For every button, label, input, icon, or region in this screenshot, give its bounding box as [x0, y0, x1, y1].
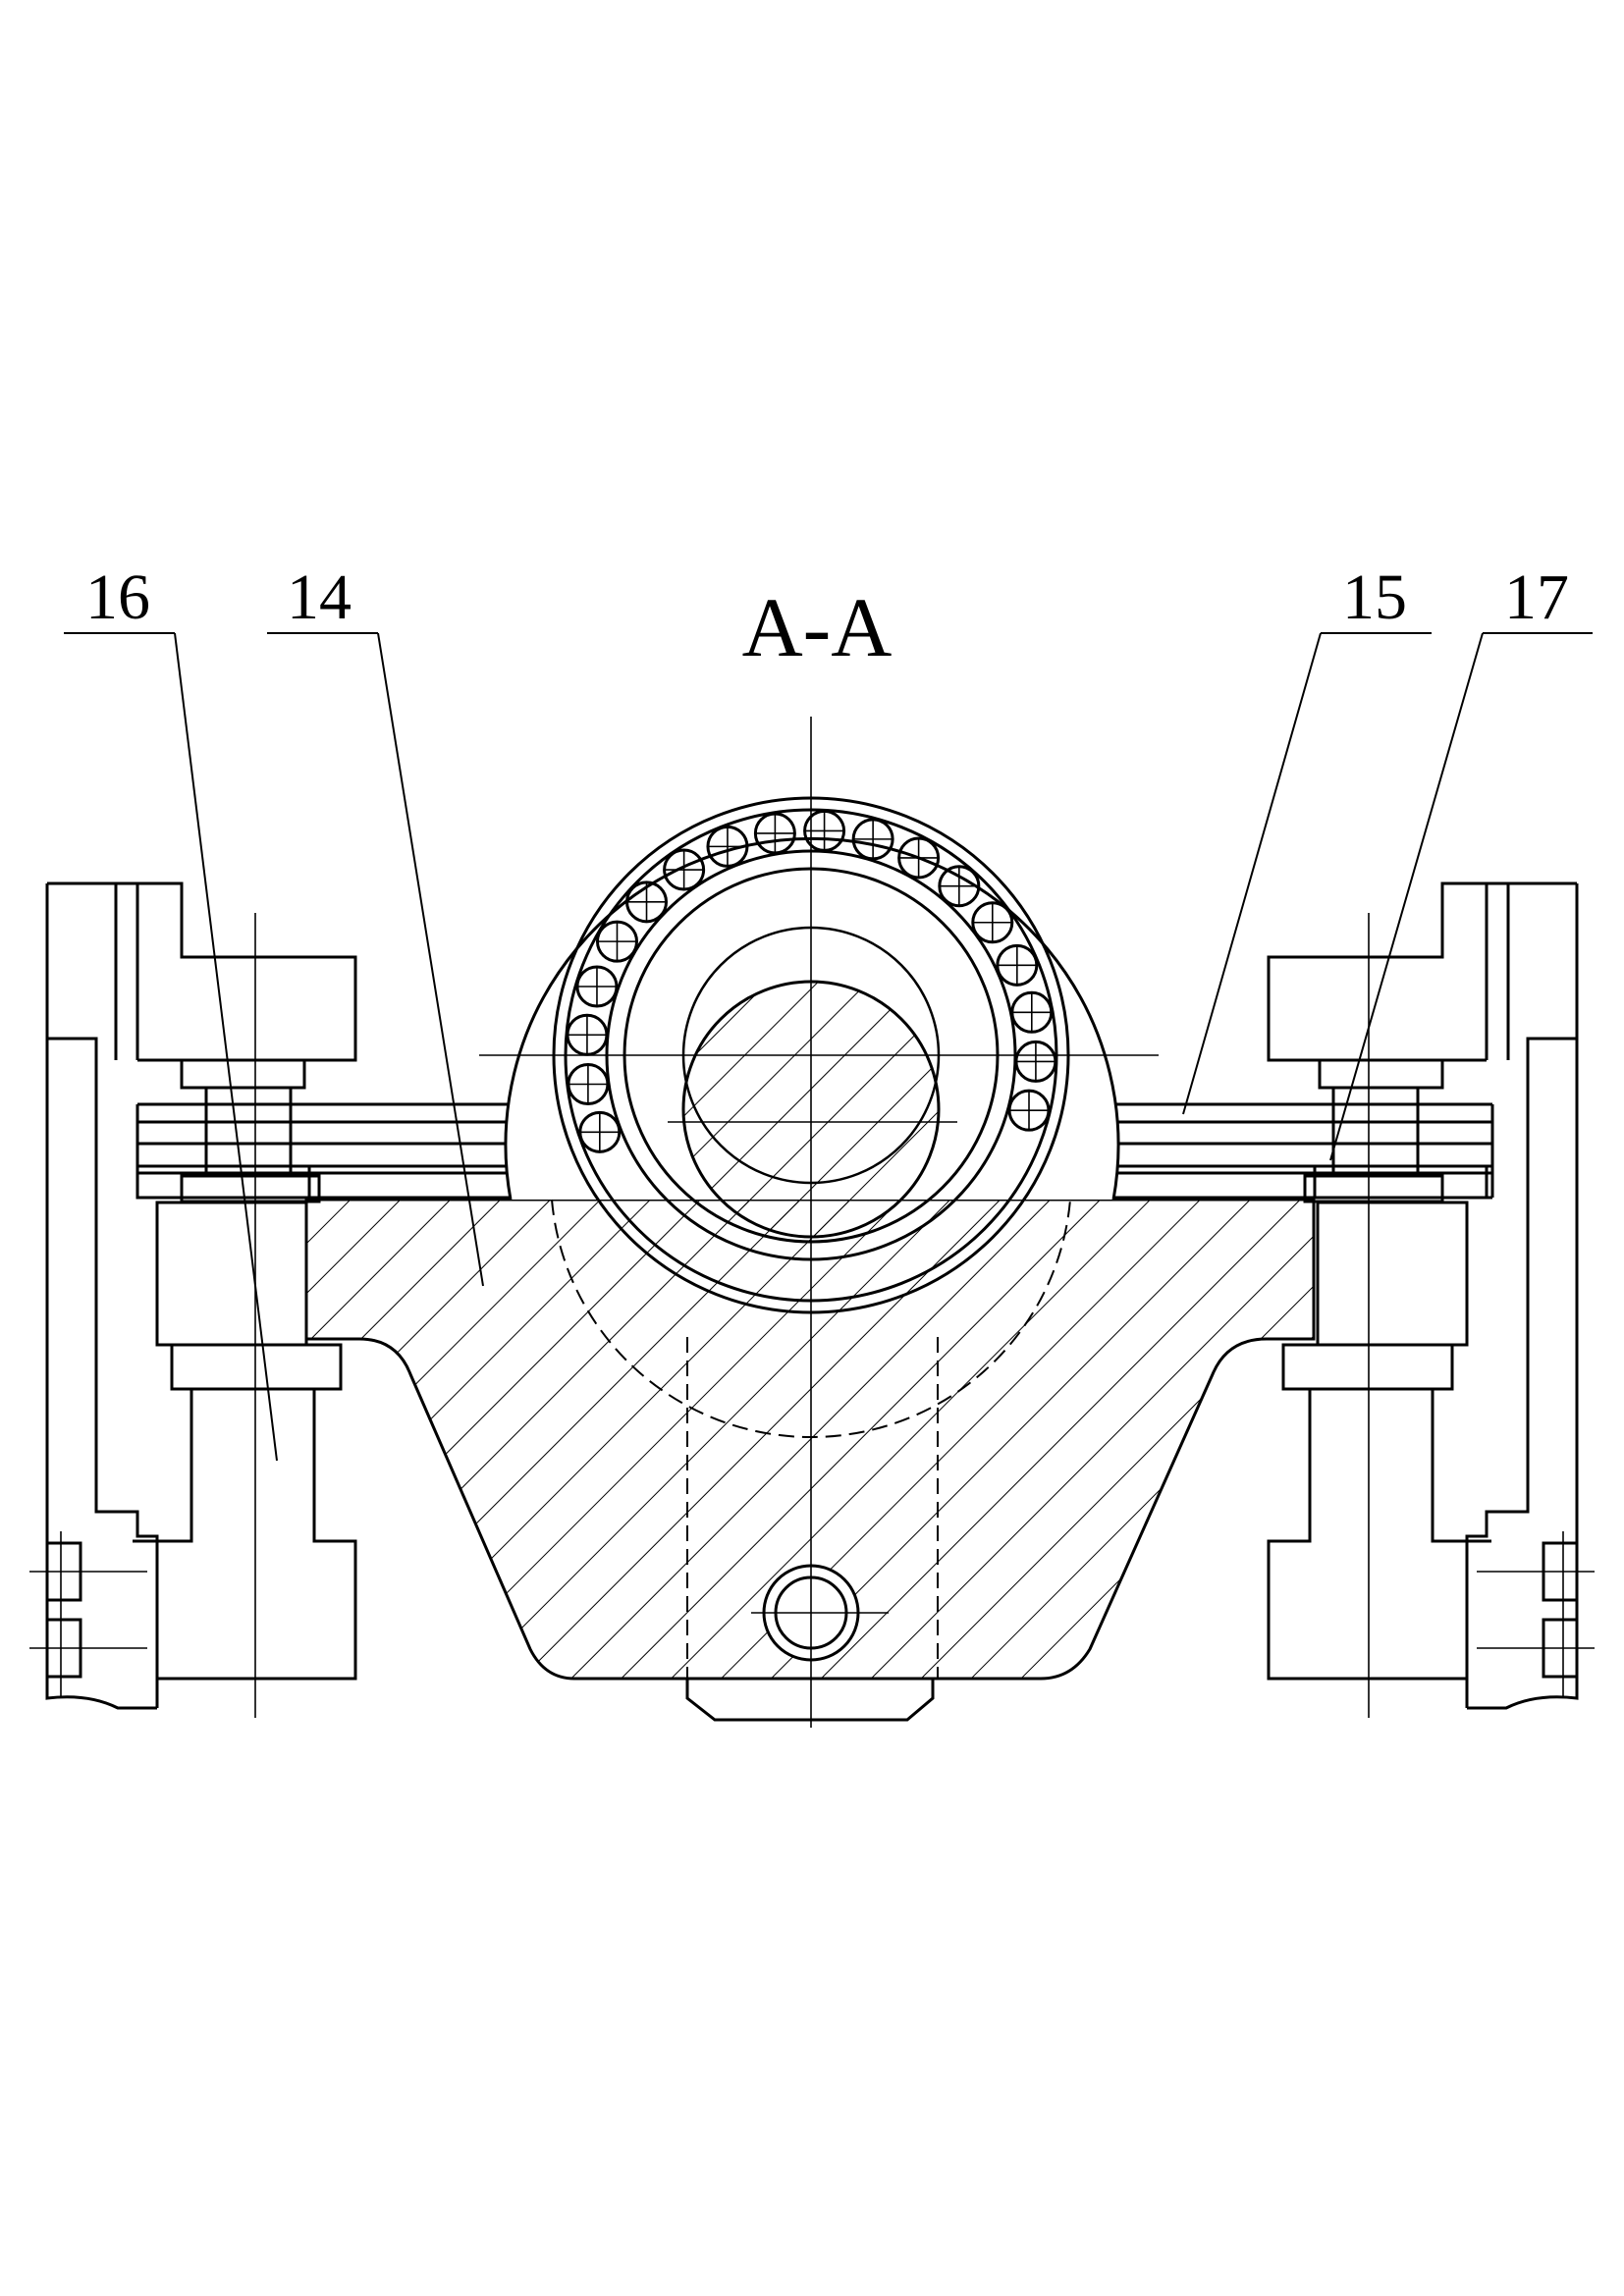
callout-16: 16 [64, 561, 278, 1462]
left-bracket [29, 881, 357, 1718]
bearing-assembly [479, 717, 1159, 1728]
callout-label-16: 16 [85, 561, 150, 633]
section-title: A-A [742, 580, 893, 674]
callout-label-14: 14 [287, 561, 352, 633]
callout-15: 15 [1182, 561, 1432, 1115]
callout-14: 14 [267, 561, 484, 1287]
bearing-balls [566, 809, 1057, 1153]
callout-17: 17 [1329, 561, 1593, 1161]
callout-label-15: 15 [1342, 561, 1407, 633]
callout-label-17: 17 [1504, 561, 1569, 633]
right-bracket [1267, 881, 1595, 1718]
